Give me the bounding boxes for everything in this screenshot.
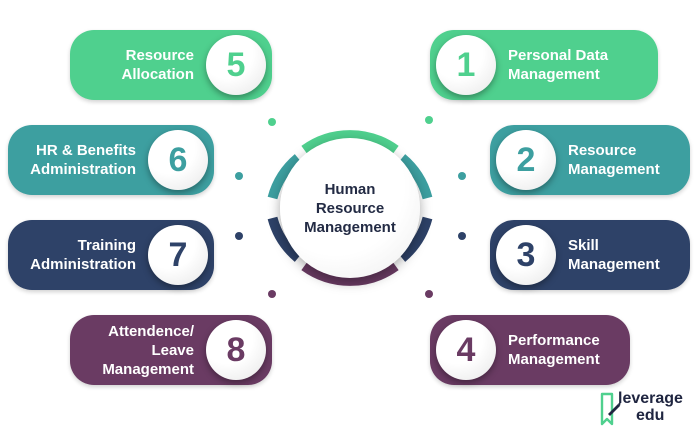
item-label: Attendence/ Leave Management [102,322,194,378]
item-number-badge: 3 [496,225,556,285]
ring-segment-teal-right [398,154,433,200]
connector-dot [425,290,433,298]
center-title-line: Resource [315,199,385,217]
item-number-badge: 2 [496,130,556,190]
item-resource-management: 2 Resource Management [490,125,690,195]
item-label: Training Administration [30,237,136,273]
center-ring [267,130,433,286]
item-training-administration: Training Administration 7 [8,220,214,290]
item-skill-management: 3 Skill Management [490,220,690,290]
ring-segment-navy-left [267,216,302,262]
ring-segment-navy-right [398,216,433,262]
connector-dot [235,172,243,180]
ring-segment-purple [301,261,399,286]
connector-dot [425,116,433,124]
connector-dot [458,172,466,180]
item-number-badge: 7 [148,225,208,285]
center-title-line: Management [304,218,396,236]
item-number-badge: 1 [436,35,496,95]
item-personal-data-management: 1 Personal Data Management [430,30,658,100]
item-label: Personal Data Management [508,47,609,83]
item-number-badge: 8 [206,320,266,380]
item-label: Resource Allocation [121,47,194,83]
center-title-line: Human [324,180,376,198]
item-number-badge: 5 [206,35,266,95]
item-label: Performance Management [508,332,600,368]
item-label: Skill Management [568,237,660,273]
item-resource-allocation: Resource Allocation 5 [70,30,272,100]
logo-wordmark: leverage edu [618,390,683,424]
ring-segment-teal-left [267,154,302,200]
center-title-circle: Human Resource Management [280,138,420,278]
item-hr-benefits-administration: HR & Benefits Administration 6 [8,125,214,195]
item-label: Resource Management [568,142,660,178]
connector-dot [268,290,276,298]
item-number-badge: 4 [436,320,496,380]
connector-dot [235,232,243,240]
item-number-badge: 6 [148,130,208,190]
leverage-edu-logo: leverage edu [600,388,695,432]
connector-dot [458,232,466,240]
ring-segment-green [301,130,399,155]
item-attendence-leave-management: Attendence/ Leave Management 8 [70,315,272,385]
item-performance-management: 4 Performance Management [430,315,630,385]
rocket-bookmark-icon [600,392,621,426]
item-label: HR & Benefits Administration [30,142,136,178]
connector-dot [268,118,276,126]
